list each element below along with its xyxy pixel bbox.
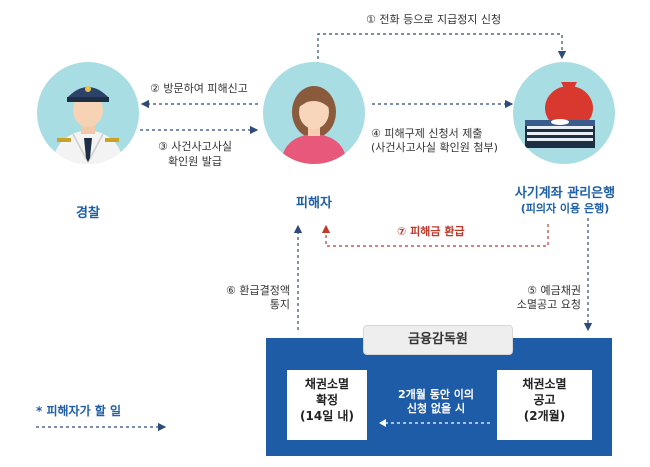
money-bag-icon — [525, 82, 595, 148]
step-7-label: ⑦ 피해금 환급 — [397, 225, 465, 238]
notice-box-line1: 채권소멸 — [522, 377, 567, 391]
police-circle — [37, 62, 139, 164]
step-3-label-line1: ③ 사건사고사실 — [157, 140, 233, 153]
fss-middle-note-line2: 신청 없을 시 — [406, 402, 466, 415]
confirm-box-line2: 확정 — [315, 393, 339, 407]
step-4-label-line1: ④ 피해구제 신청서 제출 — [371, 127, 483, 140]
victim-label: 피해자 — [296, 196, 332, 211]
step-5-label-line2: 소멸공고 요청 — [516, 298, 581, 311]
step-5-label-line1: ⑤ 예금채권 — [527, 284, 581, 297]
victim-woman-icon — [281, 86, 347, 164]
step-4-label-line2: (사건사고사실 확인원 첨부) — [371, 141, 498, 154]
step-3-label-line2: 확인원 발급 — [167, 155, 223, 168]
claim-extinction-confirm-box: 채권소멸 확정 (14일 내) — [287, 370, 367, 440]
arrow-step-1 — [317, 33, 567, 65]
victim-circle — [263, 62, 365, 164]
police-officer-icon — [53, 86, 123, 164]
bank-label: 사기계좌 관리은행 — [514, 186, 616, 201]
confirm-box-line3: (14일 내) — [300, 409, 354, 423]
claim-extinction-notice-box: 채권소멸 공고 (2개월) — [497, 370, 592, 440]
step-6-label-line2: 통지 — [269, 298, 290, 311]
bank-circle — [513, 62, 615, 164]
notice-box-line2: 공고 — [533, 393, 556, 407]
legend-label: * 피해자가 할 일 — [36, 404, 122, 418]
confirm-box-line1: 채권소멸 — [304, 377, 350, 391]
notice-box-line3: (2개월) — [523, 409, 566, 423]
arrow-step-7 — [321, 224, 549, 247]
bank-sublabel: (피의자 이용 은행) — [520, 202, 610, 215]
fss-middle-note-line1: 2개월 동안 이의 — [397, 388, 475, 401]
step-6-label-line1: ⑥ 환급결정액 — [226, 284, 290, 297]
police-label: 경찰 — [76, 206, 100, 221]
fss-title: 금융감독원 — [363, 325, 513, 355]
fss-inner-arrow — [379, 419, 490, 427]
step-2-label: ② 방문하여 피해신고 — [150, 82, 248, 95]
step-1-label: ① 전화 등으로 지급정지 신청 — [366, 13, 502, 26]
